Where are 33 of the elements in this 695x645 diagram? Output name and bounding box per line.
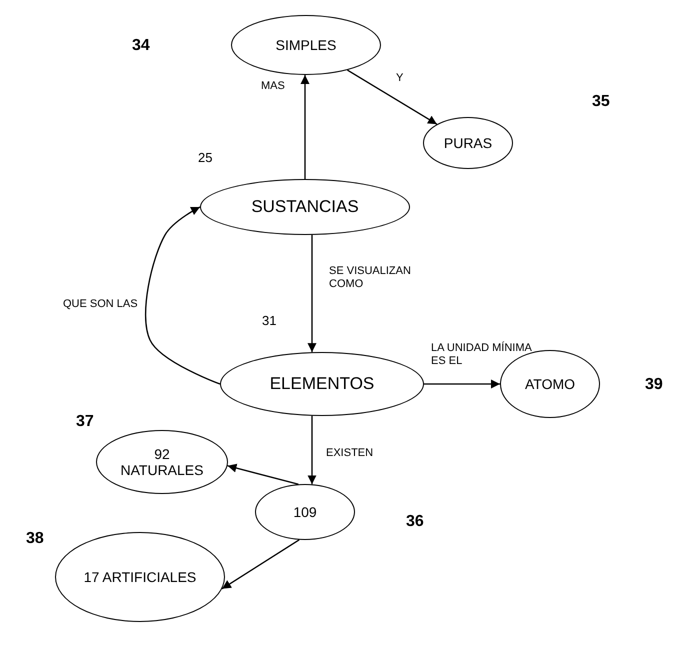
arrow bbox=[222, 539, 300, 590]
ellipse-node bbox=[500, 350, 600, 418]
arrow bbox=[308, 416, 316, 484]
arrow bbox=[145, 206, 220, 385]
node-number: 34 bbox=[132, 37, 150, 55]
node-number: 39 bbox=[645, 376, 663, 394]
node-label: 17 ARTIFICIALES bbox=[84, 568, 196, 586]
node-label: SIMPLES bbox=[276, 36, 336, 54]
node-label: ELEMENTOS bbox=[270, 374, 374, 394]
node-label: 109 bbox=[293, 504, 317, 520]
node-label: ATOMO bbox=[524, 376, 576, 392]
edge-label: QUE SON LAS bbox=[62, 298, 139, 311]
node-number: 31 bbox=[262, 313, 276, 328]
arrow bbox=[308, 234, 316, 352]
node-number: 35 bbox=[592, 93, 610, 111]
ellipse-node bbox=[231, 15, 381, 75]
node-label: PURAS bbox=[444, 134, 492, 152]
node-number: 36 bbox=[406, 513, 424, 531]
ellipse-node bbox=[96, 430, 228, 494]
ellipse-node bbox=[200, 179, 410, 235]
ellipse-node bbox=[55, 532, 225, 622]
node-label: 92 NATURALES bbox=[120, 446, 204, 478]
node-number: 25 bbox=[198, 150, 212, 165]
ellipse-node bbox=[220, 352, 424, 416]
arrow bbox=[424, 380, 500, 388]
ellipse-node bbox=[255, 484, 355, 540]
arrow bbox=[227, 464, 299, 485]
node-label: SUSTANCIAS bbox=[251, 197, 359, 217]
ellipse-node bbox=[423, 117, 513, 169]
arrow bbox=[300, 75, 310, 179]
arrow bbox=[347, 69, 438, 125]
node-number: 37 bbox=[76, 413, 94, 431]
node-number: 38 bbox=[26, 530, 44, 548]
